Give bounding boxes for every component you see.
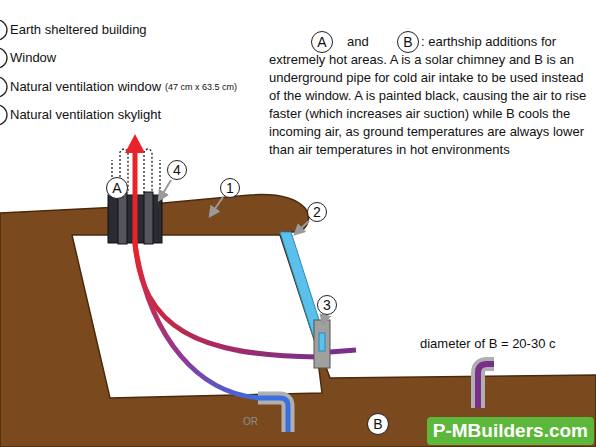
pipe-right-air: [478, 364, 494, 408]
callout-letter: A: [106, 177, 128, 199]
connector-word: and: [347, 34, 369, 50]
callout-text: A: [317, 35, 326, 49]
room-interior: [72, 235, 322, 398]
legend-text: Natural ventilation skylight: [10, 107, 161, 123]
callout-leaders: [159, 180, 325, 324]
callout-number: 2: [307, 202, 327, 222]
air-flow-pipe: [135, 245, 262, 398]
legend-text: Earth sheltered building: [10, 22, 147, 38]
callout-text: 4: [173, 163, 181, 177]
air-flow-window: [135, 240, 318, 357]
callout-letter: A: [311, 31, 333, 53]
outflow: [330, 350, 356, 352]
callout-text: B: [373, 417, 382, 431]
callout-number: 3: [317, 295, 337, 315]
pipe-right: [478, 364, 494, 408]
callout-text: 3: [323, 298, 331, 312]
note-paragraph: : earthship additions for extremely hot …: [269, 33, 593, 159]
callout-number: 4: [167, 160, 187, 180]
air-flow-head: [125, 134, 145, 153]
pipe-left-air: [258, 398, 288, 432]
pipe-left: [258, 398, 288, 432]
ventilation-window: [314, 320, 330, 368]
dimension-text: diameter of B = 20-30 c: [420, 336, 556, 352]
callout-letter: B: [367, 413, 389, 435]
callout-number: 1: [220, 178, 240, 198]
legend-text: Window: [10, 50, 56, 66]
callout-text: B: [403, 35, 412, 49]
callout-text: A: [112, 181, 121, 195]
dimension-text: (47 cm x 63.5 cm): [165, 82, 237, 93]
callout-text: 1: [226, 181, 234, 195]
watermark: P-MBuilders.com: [427, 417, 594, 445]
legend-circles: [0, 20, 7, 125]
watermark-text: P-MBuilders.com: [433, 420, 588, 442]
air-flow-up: [133, 150, 138, 245]
earth-mass: [0, 195, 596, 447]
callout-letter: B: [397, 31, 419, 53]
ventilation-window-glass: [319, 333, 325, 351]
callout-text: 2: [313, 205, 321, 219]
legend-text: Natural ventilation window: [10, 79, 161, 95]
note-text: OR: [243, 416, 258, 428]
